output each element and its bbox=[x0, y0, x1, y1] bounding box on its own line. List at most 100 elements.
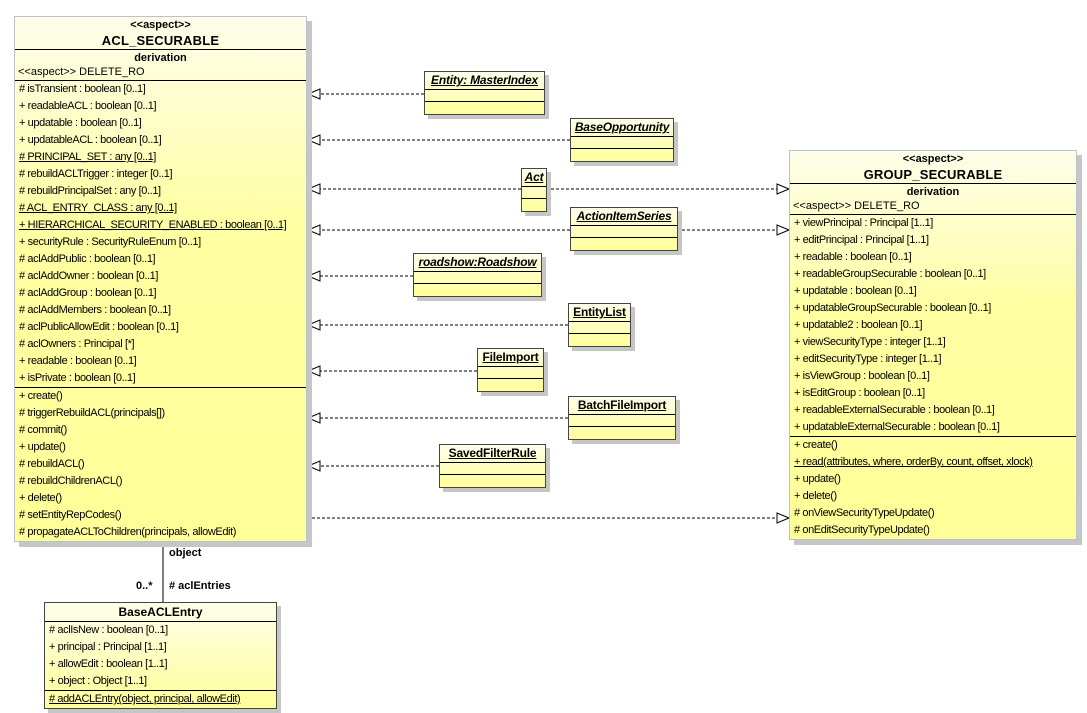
class-group-securable[interactable]: <<aspect>> GROUP_SECURABLE derivation <<… bbox=[789, 150, 1077, 540]
operation-row: + delete() bbox=[19, 492, 62, 504]
entity-box-fileimport[interactable]: FileImport bbox=[477, 348, 544, 392]
attribute-row: + viewPrincipal : Principal [1..1] bbox=[794, 217, 933, 229]
operation-row: # rebuildChildrenACL() bbox=[19, 475, 123, 487]
attribute-row: # rebuildPrincipalSet : any [0..1] bbox=[19, 185, 161, 197]
entity-box-actionitemseries[interactable]: ActionItemSeries bbox=[570, 207, 678, 251]
class-acl-securable[interactable]: <<aspect>> ACL_SECURABLE derivation <<as… bbox=[14, 16, 307, 542]
entity-name: Act bbox=[522, 169, 546, 187]
attribute-row: # isTransient : boolean [0..1] bbox=[19, 83, 146, 95]
entity-attributes-compartment bbox=[478, 367, 543, 379]
attribute-row: # aclAddPublic : boolean [0..1] bbox=[19, 253, 156, 265]
attribute-row: # aclAddMembers : boolean [0..1] bbox=[19, 304, 171, 316]
attribute-row: # aclOwners : Principal [*] bbox=[19, 338, 135, 350]
assoc-role-object: object bbox=[169, 547, 202, 559]
entity-attributes-compartment bbox=[414, 272, 541, 284]
operation-row: # onViewSecurityTypeUpdate() bbox=[794, 507, 935, 519]
entity-name: SavedFilterRule bbox=[440, 445, 545, 463]
arrowhead-act-group bbox=[776, 183, 791, 195]
attribute-row: + updatableACL : boolean [0..1] bbox=[19, 134, 162, 146]
arrowhead-batchfileimport-acl bbox=[306, 412, 321, 424]
operation-row: # rebuildACL() bbox=[19, 458, 85, 470]
arrowhead-actionitemseries-group bbox=[776, 224, 791, 236]
operation-row: # setEntityRepCodes() bbox=[19, 509, 122, 521]
attribute-row: + HIERARCHICAL_SECURITY_ENABLED : boolea… bbox=[19, 219, 287, 231]
entity-operations-compartment bbox=[569, 427, 675, 439]
attribute-row: + updatable2 : boolean [0..1] bbox=[794, 319, 923, 331]
attribute-row: + isViewGroup : boolean [0..1] bbox=[794, 370, 930, 382]
operation-row: # triggerRebuildACL(principals[]) bbox=[19, 407, 165, 419]
assoc-multiplicity: 0..* bbox=[136, 580, 153, 592]
operations-compartment: # addACLEntry(object, principal, allowEd… bbox=[45, 690, 276, 708]
entity-box-savedfilterrule[interactable]: SavedFilterRule bbox=[439, 444, 546, 488]
operation-row: + delete() bbox=[794, 490, 837, 502]
entity-name: roadshow:Roadshow bbox=[414, 254, 541, 272]
attribute-row: # aclPublicAllowEdit : boolean [0..1] bbox=[19, 321, 179, 333]
stereotype-label: <<aspect>> bbox=[902, 153, 964, 165]
entity-attributes-compartment bbox=[425, 90, 544, 102]
attribute-row: + editSecurityType : integer [1..1] bbox=[794, 353, 942, 365]
attribute-row: + readableGroupSecurable : boolean [0..1… bbox=[794, 268, 986, 280]
attribute-row: + principal : Principal [1..1] bbox=[49, 641, 167, 653]
attribute-row: # aclAddGroup : boolean [0..1] bbox=[19, 287, 157, 299]
operation-row: # addACLEntry(object, principal, allowEd… bbox=[49, 693, 241, 705]
assoc-role-aclentries: # aclEntries bbox=[169, 580, 231, 592]
class-name: BaseACLEntry bbox=[118, 605, 203, 619]
arrowhead-roadshow-acl bbox=[306, 270, 321, 282]
entity-box-entitylist[interactable]: EntityList bbox=[568, 303, 631, 347]
arrowhead-savedfilterrule-acl bbox=[306, 460, 321, 472]
attribute-row: + securityRule : SecurityRuleEnum [0..1] bbox=[19, 236, 201, 248]
attributes-compartment: + viewPrincipal : Principal [1..1] + edi… bbox=[790, 214, 1076, 436]
entity-box-baseopportunity[interactable]: BaseOpportunity bbox=[570, 118, 674, 162]
derivation-label: derivation bbox=[15, 49, 306, 65]
attribute-row: + readableExternalSecurable : boolean [0… bbox=[794, 404, 995, 416]
entity-attributes-compartment bbox=[571, 226, 677, 238]
delete-ro-stereotype: <<aspect>> DELETE_RO bbox=[18, 66, 145, 78]
entity-operations-compartment bbox=[571, 238, 677, 250]
operation-row: + update() bbox=[794, 473, 841, 485]
arrowhead-baseopportunity-acl bbox=[306, 134, 321, 146]
arrowhead-fileimport-acl bbox=[306, 365, 321, 377]
attribute-row: + readable : boolean [0..1] bbox=[794, 251, 912, 263]
arrowhead-acl-group bbox=[776, 512, 791, 524]
entity-name: BatchFileImport bbox=[569, 397, 675, 415]
entity-attributes-compartment bbox=[571, 137, 673, 149]
entity-box-master-index[interactable]: Entity: MasterIndex bbox=[424, 71, 545, 115]
entity-attributes-compartment bbox=[569, 415, 675, 427]
attribute-row: # aclIsNew : boolean [0..1] bbox=[49, 624, 168, 636]
attribute-row: + viewSecurityType : integer [1..1] bbox=[794, 336, 946, 348]
class-header: <<aspect>> GROUP_SECURABLE bbox=[790, 151, 1076, 183]
entity-box-batchfileimport[interactable]: BatchFileImport bbox=[568, 396, 676, 440]
entity-box-roadshow[interactable]: roadshow:Roadshow bbox=[413, 253, 542, 297]
entity-name: FileImport bbox=[478, 349, 543, 367]
entity-operations-compartment bbox=[571, 149, 673, 161]
class-baseaclentry[interactable]: BaseACLEntry # aclIsNew : boolean [0..1]… bbox=[44, 602, 277, 709]
entity-box-act[interactable]: Act bbox=[521, 168, 547, 212]
delete-ro-stereotype: <<aspect>> DELETE_RO bbox=[793, 200, 920, 212]
attributes-compartment: # aclIsNew : boolean [0..1] + principal … bbox=[45, 621, 276, 690]
operation-row: # onEditSecurityTypeUpdate() bbox=[794, 524, 930, 536]
attribute-row: + isEditGroup : boolean [0..1] bbox=[794, 387, 925, 399]
stereotype-label: <<aspect>> bbox=[130, 19, 191, 31]
attribute-row: # rebuildACLTrigger : integer [0..1] bbox=[19, 168, 173, 180]
entity-operations-compartment bbox=[425, 102, 544, 114]
attributes-compartment: # isTransient : boolean [0..1] + readabl… bbox=[15, 80, 306, 387]
entity-operations-compartment bbox=[414, 284, 541, 296]
attribute-row: + isPrivate : boolean [0..1] bbox=[19, 372, 136, 384]
operation-row: + create() bbox=[794, 439, 838, 451]
entity-attributes-compartment bbox=[522, 187, 546, 199]
class-name: GROUP_SECURABLE bbox=[863, 167, 1003, 182]
operation-row: + create() bbox=[19, 390, 63, 402]
attribute-row: + allowEdit : boolean [1..1] bbox=[49, 658, 168, 670]
entity-operations-compartment bbox=[522, 199, 546, 211]
operations-compartment: + create() + read(attributes, where, ord… bbox=[790, 436, 1076, 539]
attribute-row: # ACL_ENTRY_CLASS : any [0..1] bbox=[19, 202, 177, 214]
arrowhead-act-acl bbox=[306, 183, 321, 195]
attribute-row: + editPrincipal : Principal [1..1] bbox=[794, 234, 929, 246]
class-name: ACL_SECURABLE bbox=[101, 33, 220, 48]
class-header: <<aspect>> ACL_SECURABLE bbox=[15, 17, 306, 49]
attribute-row: # aclAddOwner : boolean [0..1] bbox=[19, 270, 159, 282]
operation-row: # commit() bbox=[19, 424, 67, 436]
arrowhead-masterindex-acl bbox=[306, 88, 321, 100]
